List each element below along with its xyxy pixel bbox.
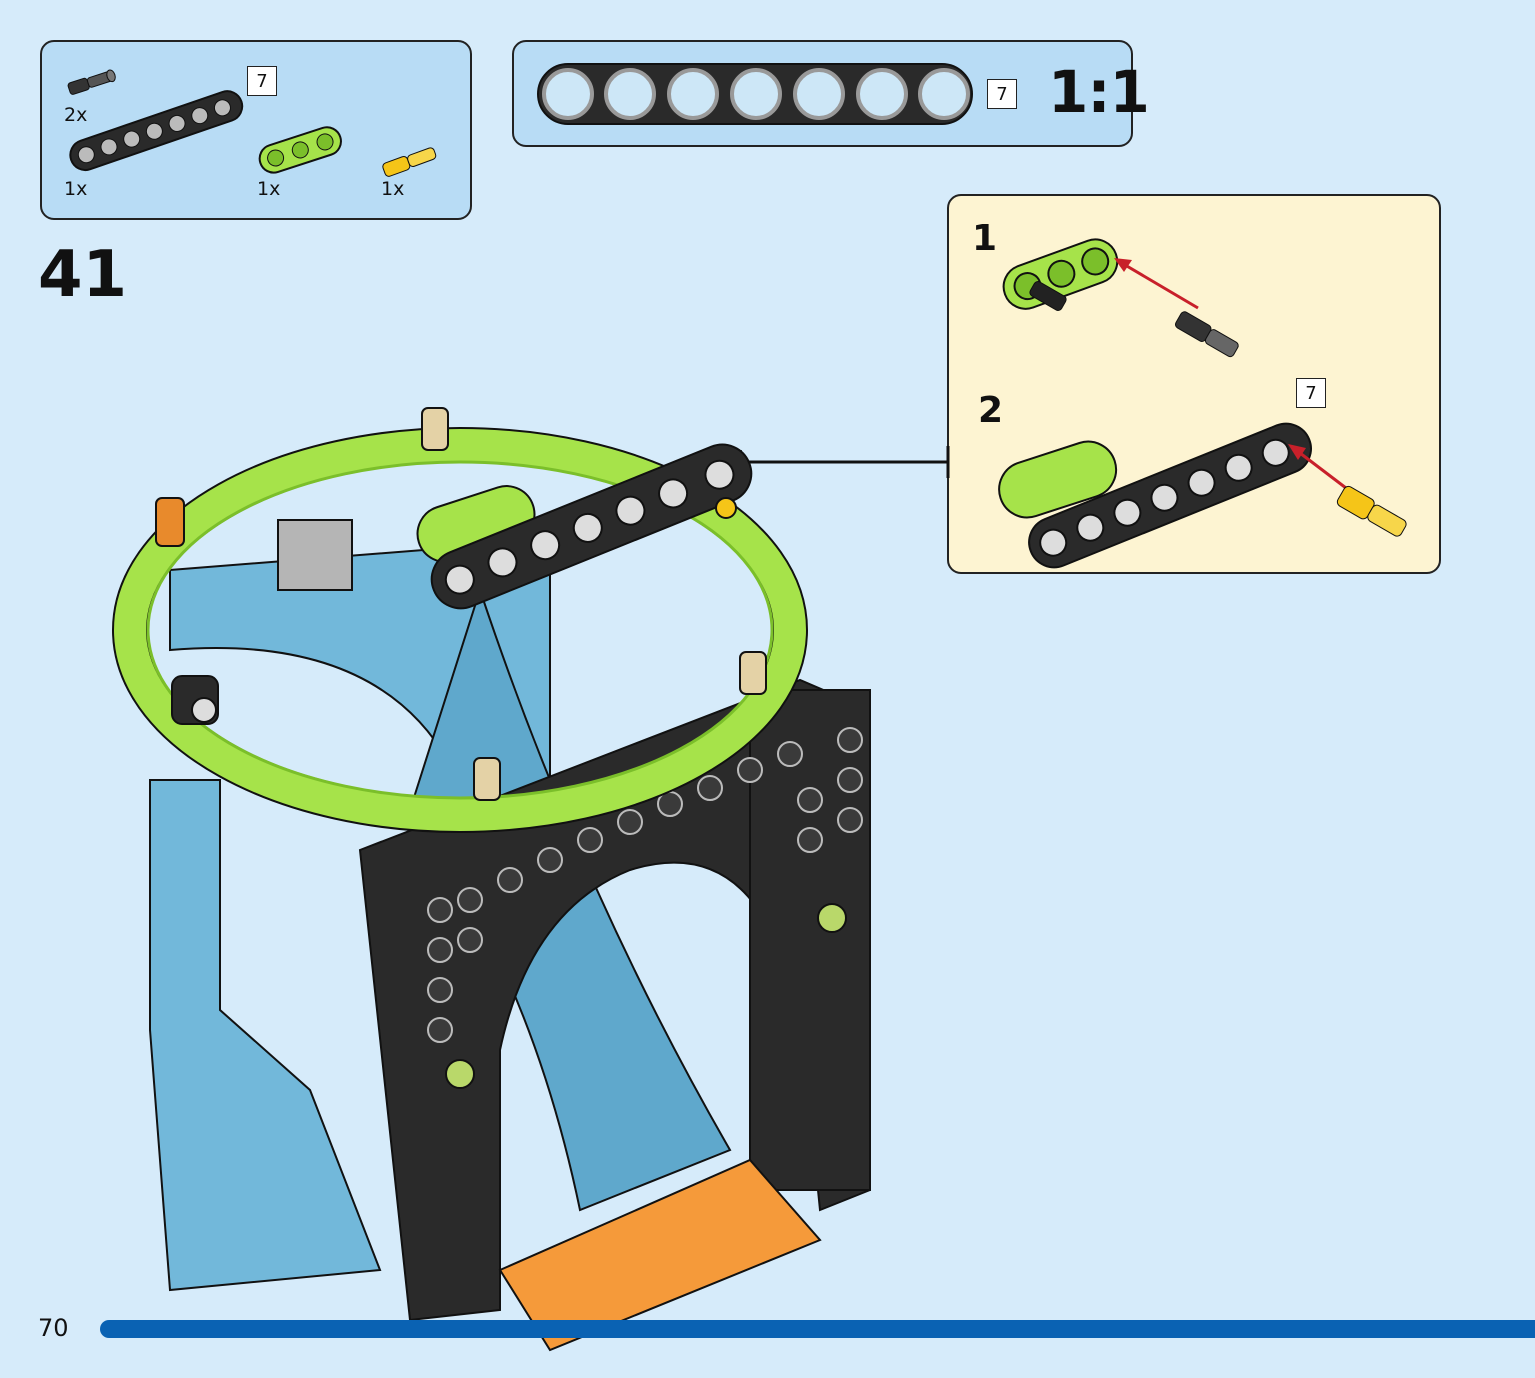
substep-1-illustration xyxy=(1002,238,1239,358)
black-beam-quantity: 1x xyxy=(64,178,88,200)
scale-label: 1:1 xyxy=(1048,58,1150,126)
black-beam-icon xyxy=(69,90,244,172)
page-progress-bar xyxy=(100,1320,1535,1338)
ruler-beam-7 xyxy=(537,63,973,125)
pin-icon xyxy=(67,69,116,95)
lime-beam-quantity: 1x xyxy=(257,178,281,200)
step-number: 41 xyxy=(38,238,128,312)
ruler-length-box: 7 xyxy=(987,79,1017,109)
substep-1-number: 1 xyxy=(972,218,998,259)
lime-beam-icon xyxy=(258,126,342,174)
substep-2-number: 2 xyxy=(978,390,1004,431)
substep-2-length-box: 7 xyxy=(1296,378,1326,408)
yellow-pin-quantity: 1x xyxy=(381,178,405,200)
yellow-pin-icon xyxy=(382,147,437,177)
page-number: 70 xyxy=(38,1314,69,1342)
pin-quantity: 2x xyxy=(64,104,88,126)
beam-length-box: 7 xyxy=(247,66,277,96)
main-model-illustration xyxy=(112,407,871,1352)
substep-2-illustration xyxy=(998,422,1407,569)
